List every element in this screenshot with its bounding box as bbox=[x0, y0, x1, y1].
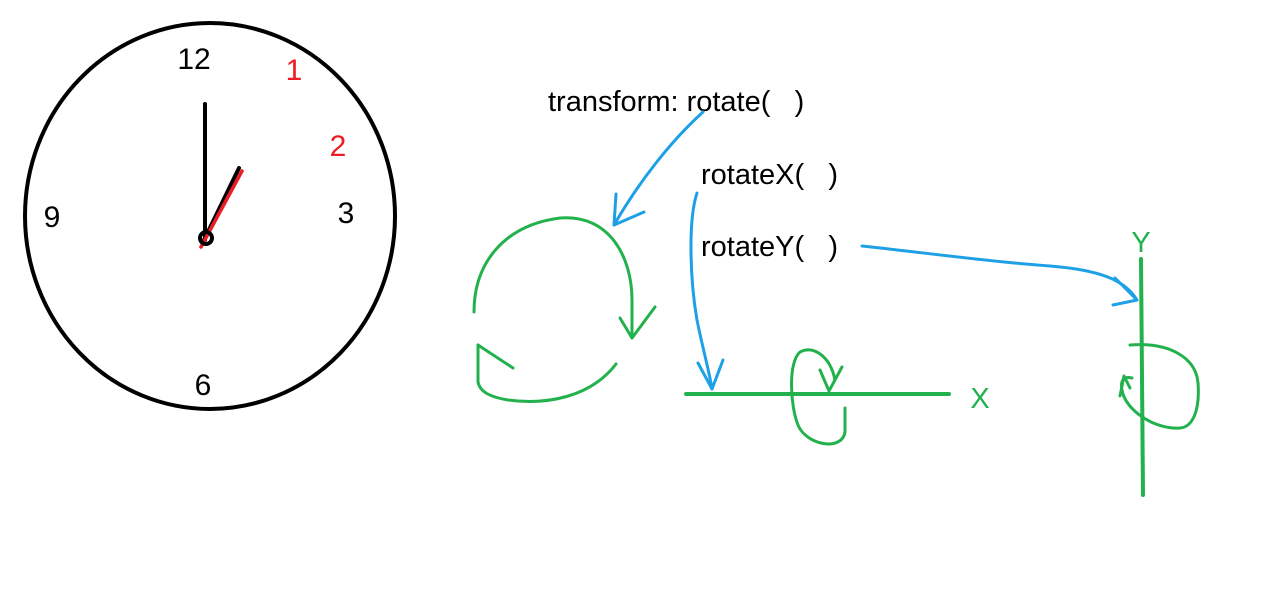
y-axis-line bbox=[1139, 257, 1145, 497]
rotate-y-code-label: rotateY( ) bbox=[701, 231, 838, 263]
clock-number-12: 12 bbox=[177, 43, 210, 76]
clock-center-pivot bbox=[198, 230, 214, 246]
rotate-2d-lower-arc bbox=[476, 343, 618, 403]
rotate-x-arrowhead bbox=[696, 358, 725, 391]
clock-number-1-highlight: 1 bbox=[286, 54, 303, 87]
clock-face bbox=[23, 21, 397, 411]
rotate-2d-arrowhead bbox=[618, 305, 657, 340]
rotate-x-code-label: rotateX( ) bbox=[701, 159, 838, 191]
clock: 12 3 6 9 1 2 bbox=[23, 21, 397, 411]
x-axis-label: X bbox=[970, 383, 989, 415]
clock-number-3: 3 bbox=[338, 197, 355, 230]
rotation-sketches bbox=[472, 216, 1200, 497]
clock-hand-rotated bbox=[199, 169, 244, 249]
rotate-code-label: transform: rotate( ) bbox=[548, 86, 804, 118]
rotate-y-loop-arrowhead bbox=[1118, 374, 1132, 398]
rotate-2d-lower-arrowhead bbox=[476, 343, 515, 370]
clock-number-2-highlight: 2 bbox=[330, 130, 347, 163]
clock-number-6: 6 bbox=[195, 369, 212, 402]
rotate-y-arrowhead bbox=[1111, 276, 1139, 307]
pointer-arrows bbox=[612, 110, 1139, 391]
rotate-x-loop-arrowhead bbox=[818, 365, 844, 393]
rotate-y-loop bbox=[1120, 343, 1200, 430]
rotate-pointer-arrow bbox=[612, 110, 705, 227]
rotate-arrowhead bbox=[612, 192, 646, 227]
y-axis-label: Y bbox=[1131, 227, 1150, 259]
rotate-2d-circle-arc bbox=[472, 216, 634, 340]
rotate-x-pointer-arrow bbox=[689, 191, 714, 391]
rotate-x-loop bbox=[790, 348, 847, 446]
clock-number-9: 9 bbox=[44, 201, 61, 234]
rotate-y-pointer-arrow bbox=[860, 244, 1139, 302]
